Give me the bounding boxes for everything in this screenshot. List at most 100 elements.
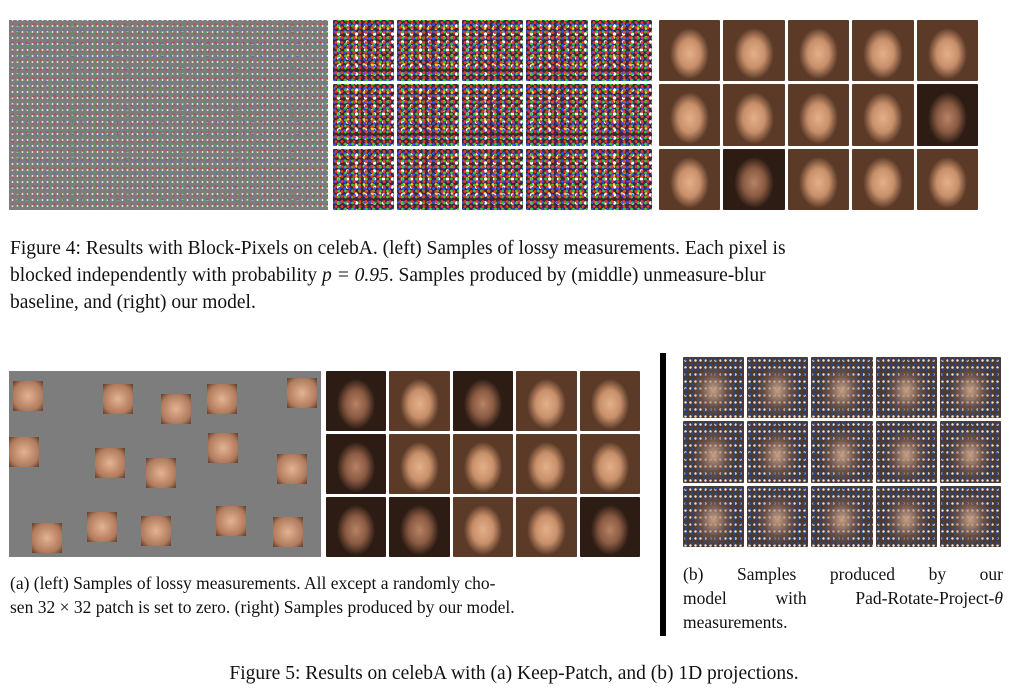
face-sample-image xyxy=(875,485,937,547)
fig5b-caption-math: θ xyxy=(994,588,1003,608)
face-sample-image xyxy=(723,84,785,146)
face-sample-image xyxy=(452,434,514,494)
sample-image xyxy=(461,20,524,82)
face-sample-image xyxy=(939,421,1001,483)
face-sample-image xyxy=(659,148,721,210)
face-sample-image xyxy=(683,357,745,419)
fig5b-pad-rotate-project-samples-grid xyxy=(683,357,1001,547)
kept-patch xyxy=(87,512,117,542)
sample-image xyxy=(397,84,459,146)
fig5a-our-model-samples-grid xyxy=(326,371,640,557)
sample-image xyxy=(397,148,459,210)
face-sample-image xyxy=(811,357,873,419)
face-sample-image xyxy=(516,497,577,557)
fig4-our-model-samples-grid xyxy=(659,20,978,210)
face-sample-image xyxy=(683,485,745,547)
face-sample-image xyxy=(939,357,1001,419)
face-sample-image xyxy=(852,20,914,82)
face-sample-image xyxy=(516,371,577,431)
face-sample-image xyxy=(747,485,809,547)
kept-patch xyxy=(103,384,133,414)
face-sample-image xyxy=(939,485,1001,547)
kept-patch xyxy=(141,516,171,546)
fig5a-keep-patch-measurements-image xyxy=(9,371,321,557)
face-sample-image xyxy=(389,434,450,494)
kept-patch xyxy=(9,437,39,467)
fig4-caption-line3: baseline, and (right) our model. xyxy=(10,292,256,313)
face-sample-image xyxy=(811,421,873,483)
sample-image xyxy=(461,148,524,210)
kept-patch xyxy=(161,394,191,424)
face-sample-image xyxy=(659,20,721,82)
kept-patch xyxy=(216,506,246,536)
fig5a-caption-line2-pre: sen xyxy=(10,597,38,617)
fig5b-caption-line2-pre: model with Pad-Rotate-Project- xyxy=(683,588,995,608)
kept-patch xyxy=(273,517,303,547)
face-sample-image xyxy=(389,497,450,557)
kept-patch xyxy=(208,433,238,463)
face-sample-image xyxy=(326,371,387,431)
fig5a-caption-math: 32 × 32 xyxy=(37,597,92,617)
kept-patch xyxy=(146,458,176,488)
face-sample-image xyxy=(452,497,514,557)
figure-divider xyxy=(660,353,666,636)
face-sample-image xyxy=(723,20,785,82)
fig5b-caption: (b) Samples produced by our model with P… xyxy=(683,562,1003,634)
sample-image xyxy=(590,20,652,82)
fig4-unmeasure-blur-samples-grid xyxy=(333,20,652,210)
fig4-caption-line1: Figure 4: Results with Block-Pixels on c… xyxy=(10,238,786,259)
fig5a-caption-line2: sen 32 × 32 patch is set to zero. (right… xyxy=(10,595,650,619)
face-sample-image xyxy=(916,84,978,146)
sample-image xyxy=(461,84,524,146)
kept-patch xyxy=(13,381,43,411)
sample-image xyxy=(526,148,588,210)
face-sample-image xyxy=(747,357,809,419)
face-sample-image xyxy=(579,371,640,431)
fig5b-caption-line1: (b) Samples produced by our xyxy=(683,564,1003,584)
face-sample-image xyxy=(452,371,514,431)
fig5b-caption-line2: model with Pad-Rotate-Project-θ xyxy=(683,586,1003,610)
kept-patch xyxy=(277,454,307,484)
face-sample-image xyxy=(916,148,978,210)
fig4-caption-line2-post: . Samples produced by (middle) unmeasure… xyxy=(388,265,766,286)
sample-image xyxy=(333,20,395,82)
face-sample-image xyxy=(579,497,640,557)
fig4-caption-line2-pre: blocked independently with probability xyxy=(10,265,322,286)
face-sample-image xyxy=(916,20,978,82)
fig4-caption-math: p = 0.95 xyxy=(321,265,389,286)
face-sample-image xyxy=(326,497,387,557)
fig5b-caption-line3: measurements. xyxy=(683,612,788,632)
fig5a-caption-line2-post: patch is set to zero. (right) Samples pr… xyxy=(91,597,515,617)
face-sample-image xyxy=(875,421,937,483)
sample-image xyxy=(333,84,395,146)
kept-patch xyxy=(287,378,317,408)
kept-patch xyxy=(95,448,125,478)
kept-patch xyxy=(32,523,62,553)
face-sample-image xyxy=(852,148,914,210)
face-sample-image xyxy=(787,84,850,146)
fig5-caption: Figure 5: Results on celebA with (a) Kee… xyxy=(229,663,799,684)
face-sample-image xyxy=(516,434,577,494)
face-sample-image xyxy=(747,421,809,483)
face-sample-image xyxy=(811,485,873,547)
fig5a-caption-line1: (a) (left) Samples of lossy measurements… xyxy=(10,573,496,593)
fig4-caption: Figure 4: Results with Block-Pixels on c… xyxy=(10,235,1020,316)
face-sample-image xyxy=(389,371,450,431)
face-sample-image xyxy=(875,357,937,419)
face-sample-image xyxy=(852,84,914,146)
face-sample-image xyxy=(723,148,785,210)
face-sample-image xyxy=(787,20,850,82)
fig4-caption-line2: blocked independently with probability p… xyxy=(10,262,1020,289)
face-sample-image xyxy=(579,434,640,494)
fig4-lossy-measurements-image xyxy=(9,20,328,210)
sample-image xyxy=(397,20,459,82)
face-sample-image xyxy=(326,434,387,494)
face-sample-image xyxy=(683,421,745,483)
sample-image xyxy=(333,148,395,210)
face-sample-image xyxy=(659,84,721,146)
sample-image xyxy=(590,148,652,210)
kept-patch xyxy=(207,384,237,414)
sample-image xyxy=(590,84,652,146)
sample-image xyxy=(526,20,588,82)
fig5a-caption: (a) (left) Samples of lossy measurements… xyxy=(10,571,650,619)
